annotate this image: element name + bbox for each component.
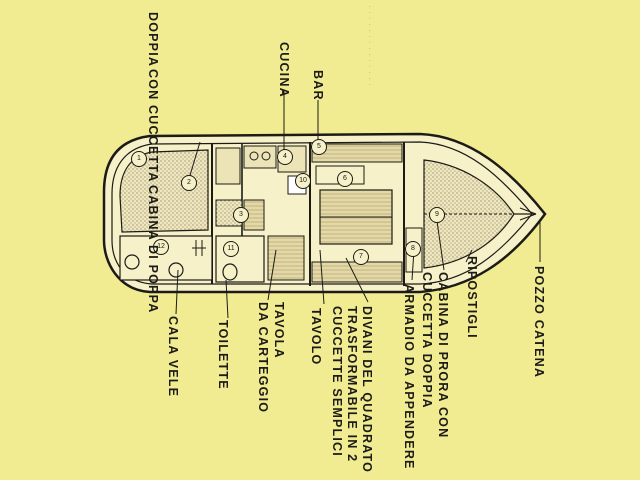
label-divani-line-2: TRASFORMABILE IN 2 [345, 306, 359, 463]
label-cabina-poppa-stack: CABINA DI POPPA CON CUCCETTA DOPPIA [146, 12, 160, 313]
label-cabina-prora-line-2: CUCCETTA DOPPIA [420, 272, 434, 409]
label-tavola-carteggio: TAVOLA DA CARTEGGIO [256, 302, 286, 413]
label-cabina-prora-line-1: CABINA DI PRORA CON [436, 272, 450, 439]
label-divani: DIVANI DEL QUADRATO TRASFORMABILE IN 2 C… [330, 306, 374, 473]
label-cabina-poppa-line-3: DOPPIA [146, 12, 160, 68]
label-cabina-poppa-line-2: CON CUCCETTA [146, 69, 160, 183]
marker-8: 8 [405, 241, 421, 257]
label-divani-line-1: DIVANI DEL QUADRATO [360, 306, 374, 474]
label-cabina-poppa: CABINA DI POPPA CON CUCCETTA DOPPIA [146, 12, 160, 313]
label-toilette: TOILETTE [216, 320, 230, 390]
label-cucina: CUCINA [277, 42, 291, 98]
label-tavola-line-1: TAVOLA [272, 302, 286, 359]
label-cala-vele: CALA VELE [166, 316, 180, 398]
label-tavolo: TAVOLO [309, 308, 323, 366]
marker-4: 4 [277, 149, 293, 165]
label-bar: BAR [311, 70, 325, 101]
marker-12: 12 [153, 239, 169, 255]
marker-10: 10 [295, 173, 311, 189]
marker-9: 9 [429, 207, 445, 223]
label-cabina-prora: CABINA DI PRORA CON CUCCETTA DOPPIA [420, 272, 450, 438]
label-pozzo-catena: POZZO CATENA [532, 266, 546, 379]
marker-1: 1 [131, 151, 147, 167]
winch-circle [124, 254, 140, 270]
label-ripostigli: RIPOSTIGLI [465, 256, 479, 339]
marker-7: 7 [353, 249, 369, 265]
winch-circle [168, 262, 184, 278]
marker-6: 6 [337, 171, 353, 187]
marker-3: 3 [233, 207, 249, 223]
marker-2: 2 [181, 175, 197, 191]
marker-11: 11 [223, 241, 239, 257]
label-armadio: ARMADIO DA APPENDERE [402, 284, 416, 470]
label-tavola-line-2: DA CARTEGGIO [256, 302, 270, 414]
label-cabina-poppa-line-1: CABINA DI POPPA [146, 184, 160, 314]
marker-5: 5 [311, 139, 327, 155]
label-divani-line-3: CUCCETTE SEMPLICI [330, 306, 344, 457]
